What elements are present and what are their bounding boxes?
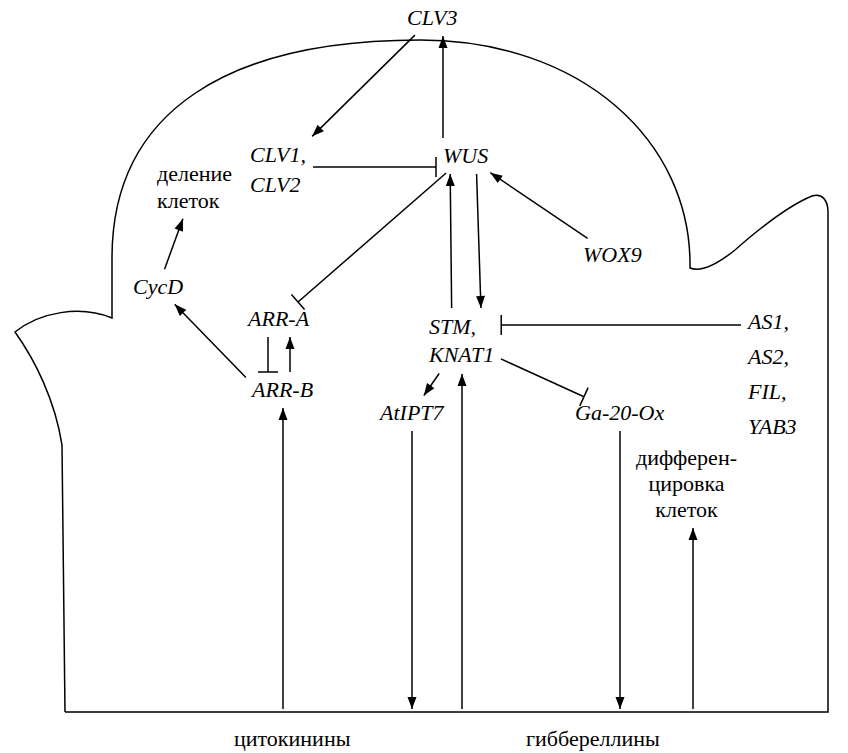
gene-name: Ga-20-Ox <box>575 400 664 426</box>
connector-line <box>312 35 415 136</box>
activation-connector <box>689 528 698 709</box>
arrow-head <box>279 408 288 420</box>
arrow-head <box>424 383 435 395</box>
arrow-head <box>312 125 324 137</box>
connector-line <box>477 174 481 308</box>
activation-connector <box>616 431 625 709</box>
arrow-head <box>490 173 502 183</box>
process-label: деление клеток <box>157 160 232 214</box>
arrow-head <box>408 697 417 709</box>
arrow-head <box>458 374 467 386</box>
inhibition-bar <box>258 371 278 373</box>
inhibition-connector <box>501 315 741 335</box>
gene-node: AtIPT7 <box>376 398 448 428</box>
activation-connector <box>408 431 417 709</box>
activation-connector <box>439 36 448 138</box>
gene-node: ARR-B <box>248 375 317 405</box>
gene-name: AS1, AS2, FIL, YAB3 <box>748 304 797 444</box>
connector-line <box>175 304 246 377</box>
inhibition-connector <box>258 337 278 372</box>
process-label: дифферен- цировка клеток <box>636 445 737 523</box>
process-label: гиббереллины <box>526 726 706 752</box>
activation-connector <box>424 373 439 395</box>
arrow-head <box>286 337 295 349</box>
gene-name: WOX9 <box>583 242 642 268</box>
arrow-head <box>476 296 485 308</box>
gene-node: CLV1, CLV2 <box>246 138 310 202</box>
gene-node: STM, KNAT1 <box>425 311 498 371</box>
arrow-head <box>616 697 625 709</box>
gene-node: ARR-A <box>244 304 313 334</box>
connector-line <box>411 431 413 709</box>
connector-line <box>442 36 444 138</box>
inhibition-connector <box>313 157 436 177</box>
gene-name: CLV3 <box>407 5 458 31</box>
gene-name: STM, KNAT1 <box>429 313 494 369</box>
gene-name: ARR-B <box>252 377 313 403</box>
meristem-outline <box>15 40 828 712</box>
connector-line <box>165 219 183 269</box>
activation-connector <box>279 408 288 709</box>
inhibition-bar <box>500 315 502 335</box>
process-node: дифферен- цировка клеток <box>632 443 741 525</box>
gene-node: WUS <box>439 141 492 171</box>
arrow-head <box>689 528 698 540</box>
activation-connector <box>165 219 183 269</box>
connector-line <box>461 374 463 709</box>
activation-connector <box>286 337 295 372</box>
activation-connector <box>175 304 246 377</box>
process-label: цитокинины <box>234 726 484 752</box>
activation-connector <box>476 174 485 308</box>
gene-node: CLV3 <box>403 3 462 33</box>
gene-node: Ga-20-Ox <box>571 398 668 428</box>
arrow-head <box>175 219 183 232</box>
arrow-head <box>446 174 455 186</box>
connector-line <box>450 174 451 308</box>
activation-connector <box>458 374 467 709</box>
connector-line <box>424 373 439 395</box>
arrow-head <box>439 36 448 48</box>
connector-line <box>298 173 446 302</box>
gene-node: CycD <box>129 272 187 302</box>
gene-name: AtIPT7 <box>380 400 444 426</box>
connector-line <box>490 173 587 239</box>
connector-line <box>501 324 741 326</box>
gene-name: WUS <box>443 143 488 169</box>
connector-line <box>267 337 269 372</box>
hormone-node: гиббереллины <box>520 712 710 753</box>
connector-line <box>313 166 436 168</box>
inhibition-connector <box>501 359 588 406</box>
arrow-head <box>175 304 187 316</box>
gene-name: CycD <box>133 274 183 300</box>
activation-connector <box>490 173 587 239</box>
gene-name: ARR-A <box>248 306 309 332</box>
inhibition-bar <box>435 157 437 177</box>
gene-node: WOX9 <box>579 240 646 270</box>
activation-connector <box>312 35 415 136</box>
gene-name: CLV1, CLV2 <box>250 140 306 200</box>
activation-connector <box>446 174 455 308</box>
process-node: деление клеток <box>153 158 236 216</box>
connector-line <box>619 431 621 709</box>
hormone-node: цитокинины <box>228 712 488 753</box>
connector-line <box>501 359 584 397</box>
inhibition-connector <box>291 173 446 310</box>
connector-line <box>692 528 694 709</box>
connector-line <box>282 408 284 709</box>
gene-node: AS1, AS2, FIL, YAB3 <box>744 302 801 446</box>
